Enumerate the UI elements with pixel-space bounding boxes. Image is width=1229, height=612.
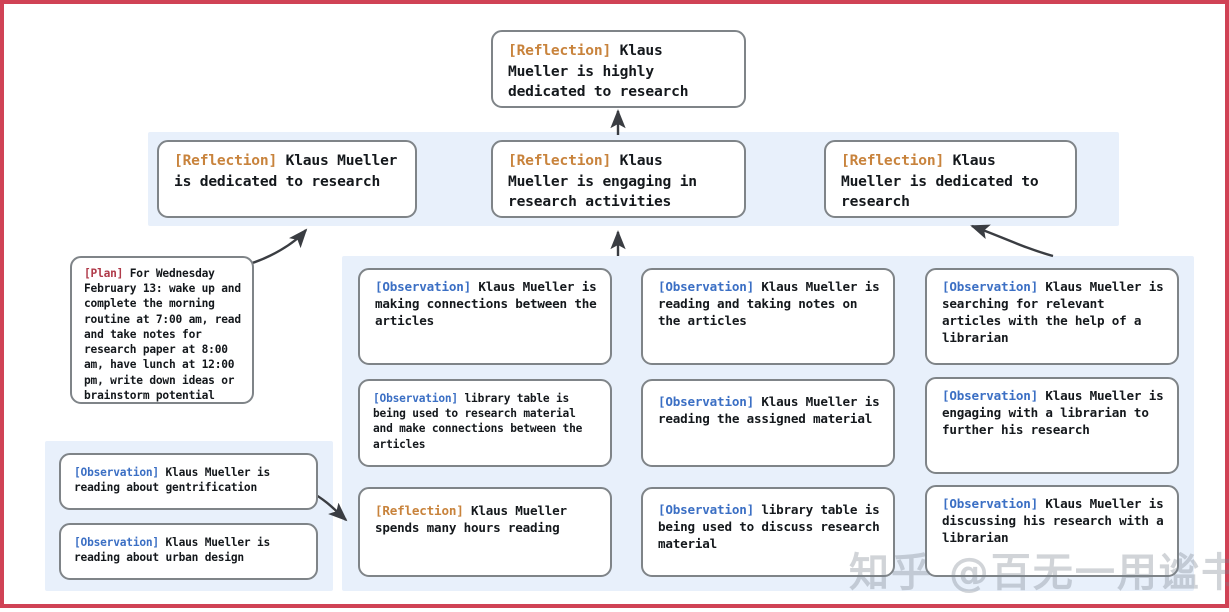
node-body: Klaus Mueller is highly dedicated to res… <box>508 42 689 101</box>
observation-tag: [Observation] <box>942 496 1038 511</box>
node-body: Klaus Mueller is reading and taking note… <box>658 279 880 328</box>
node-body: For Wednesday February 13: wake up and c… <box>84 267 241 402</box>
reflection-tag: [Reflection] <box>508 42 612 59</box>
node-body: Klaus Mueller is engaging in research ac… <box>508 152 697 211</box>
plan-tag: [Plan] <box>84 267 124 280</box>
node-body: Klaus Mueller is engaging with a librari… <box>942 388 1164 437</box>
column-c-node-3-text: [Observation] Klaus Mueller is discussin… <box>927 487 1177 556</box>
node-body: Klaus Mueller is dedicated to research <box>174 152 398 190</box>
column-c-node-1[interactable]: [Observation] Klaus Mueller is searching… <box>925 268 1179 365</box>
column-c-node-3[interactable]: [Observation] Klaus Mueller is discussin… <box>925 485 1179 577</box>
root-reflection-text: [Reflection] Klaus Mueller is highly ded… <box>493 32 744 106</box>
column-a-node-1-text: [Observation] Klaus Mueller is making co… <box>360 270 610 339</box>
node-body: Klaus Mueller is making connections betw… <box>375 279 597 328</box>
column-b-node-3[interactable]: [Observation] library table is being use… <box>641 487 895 577</box>
column-a-node-3[interactable]: [Reflection] Klaus Mueller spends many h… <box>358 487 612 577</box>
root-reflection-node[interactable]: [Reflection] Klaus Mueller is highly ded… <box>491 30 746 108</box>
observation-tag: [Observation] <box>74 536 159 549</box>
column-a-node-3-text: [Reflection] Klaus Mueller spends many h… <box>360 489 610 546</box>
reflection-tag: [Reflection] <box>508 152 612 169</box>
column-a-node-2[interactable]: [Observation] library table is being use… <box>358 379 612 467</box>
column-b-node-1-text: [Observation] Klaus Mueller is reading a… <box>643 270 893 339</box>
node-body: Klaus Mueller is dedicated to research <box>841 152 1039 211</box>
level2-node-1-text: [Reflection] Klaus Mueller is dedicated … <box>159 142 415 201</box>
left-observation-node-1-text: [Observation] Klaus Mueller is reading a… <box>61 455 316 505</box>
column-b-node-3-text: [Observation] library table is being use… <box>643 489 893 562</box>
column-a-node-2-text: [Observation] library table is being use… <box>360 381 610 462</box>
reflection-tag: [Reflection] <box>375 503 464 518</box>
level2-node-3[interactable]: [Reflection] Klaus Mueller is dedicated … <box>824 140 1077 218</box>
left-observation-node-2[interactable]: [Observation] Klaus Mueller is reading a… <box>59 523 318 580</box>
reflection-tag: [Reflection] <box>174 152 278 169</box>
node-body: Klaus Mueller is discussing his research… <box>942 496 1164 545</box>
level2-node-2-text: [Reflection] Klaus Mueller is engaging i… <box>493 142 744 216</box>
observation-tag: [Observation] <box>658 394 754 409</box>
level2-node-3-text: [Reflection] Klaus Mueller is dedicated … <box>826 142 1075 216</box>
node-body: Klaus Mueller spends many hours reading <box>375 503 567 535</box>
left-observation-node-2-text: [Observation] Klaus Mueller is reading a… <box>61 525 316 575</box>
observation-tag: [Observation] <box>373 392 458 405</box>
plan-node-text: [Plan] For Wednesday February 13: wake u… <box>72 258 252 402</box>
observation-tag: [Observation] <box>658 279 754 294</box>
column-c-node-2-text: [Observation] Klaus Mueller is engaging … <box>927 379 1177 448</box>
column-b-node-2[interactable]: [Observation] Klaus Mueller is reading t… <box>641 379 895 467</box>
observation-tag: [Observation] <box>375 279 471 294</box>
column-b-node-2-text: [Observation] Klaus Mueller is reading t… <box>643 381 893 437</box>
column-c-node-1-text: [Observation] Klaus Mueller is searching… <box>927 270 1177 356</box>
observation-tag: [Observation] <box>658 502 754 517</box>
column-a-node-1[interactable]: [Observation] Klaus Mueller is making co… <box>358 268 612 365</box>
observation-tag: [Observation] <box>942 279 1038 294</box>
node-body: Klaus Mueller is searching for relevant … <box>942 279 1164 345</box>
observation-tag: [Observation] <box>74 466 159 479</box>
column-b-node-1[interactable]: [Observation] Klaus Mueller is reading a… <box>641 268 895 365</box>
node-body: Klaus Mueller is reading about gentrific… <box>74 466 271 495</box>
left-observation-node-1[interactable]: [Observation] Klaus Mueller is reading a… <box>59 453 318 510</box>
node-body: Klaus Mueller is reading the assigned ma… <box>658 394 880 426</box>
level2-node-2[interactable]: [Reflection] Klaus Mueller is engaging i… <box>491 140 746 218</box>
plan-node[interactable]: [Plan] For Wednesday February 13: wake u… <box>70 256 254 404</box>
column-c-node-2[interactable]: [Observation] Klaus Mueller is engaging … <box>925 377 1179 474</box>
reflection-tag: [Reflection] <box>841 152 945 169</box>
level2-node-1[interactable]: [Reflection] Klaus Mueller is dedicated … <box>157 140 417 218</box>
node-body: Klaus Mueller is reading about urban des… <box>74 536 271 565</box>
node-body: library table is being used to discuss r… <box>658 502 880 551</box>
node-body: library table is being used to research … <box>373 392 583 451</box>
observation-tag: [Observation] <box>942 388 1038 403</box>
